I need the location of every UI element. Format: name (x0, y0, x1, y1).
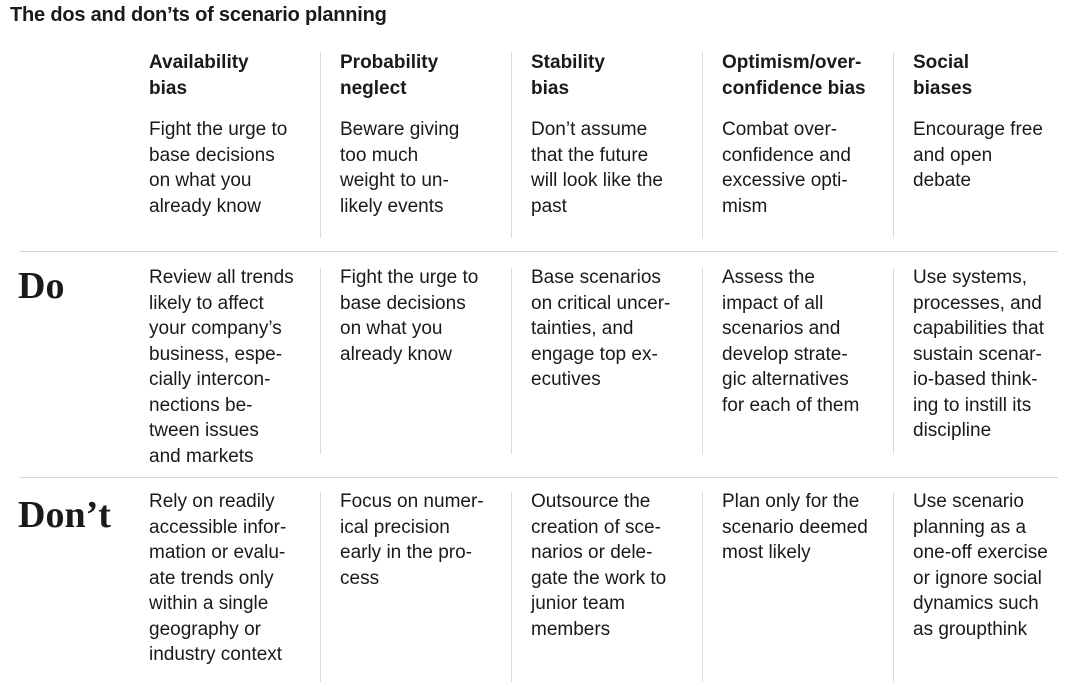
dont-cell-availability-bias: Rely on readily accessible infor- mation… (149, 491, 287, 665)
dont-cell-probability-neglect: Focus on numer- ical precision early in … (340, 491, 484, 589)
column-divider (511, 268, 512, 454)
column-divider (320, 268, 321, 454)
column-header-stability-bias: Stability bias (531, 52, 605, 99)
column-divider (320, 52, 321, 238)
column-header-social-biases: Social biases (913, 52, 973, 99)
do-cell-social-biases: Use systems, processes, and capabilities… (913, 267, 1044, 441)
column-divider (511, 52, 512, 238)
column-divider (702, 492, 703, 682)
row-label-dont: Don’t (18, 494, 111, 536)
column-description: Don’t assume that the future will look l… (531, 119, 663, 217)
column-divider (702, 52, 703, 238)
column-header-probability-neglect: Probability neglect (340, 52, 439, 99)
column-divider (893, 492, 894, 682)
column-divider (511, 492, 512, 682)
row-divider (20, 251, 1058, 252)
column-description: Encourage free and open debate (913, 119, 1043, 191)
row-divider (20, 477, 1058, 478)
row-label-do: Do (18, 265, 65, 307)
column-header-optimism-bias: Optimism/over- confidence bias (722, 52, 866, 99)
column-divider (893, 52, 894, 238)
do-cell-optimism-bias: Assess the impact of all scenarios and d… (722, 267, 860, 416)
column-description: Beware giving too much weight to un- lik… (340, 119, 460, 217)
column-header-availability-bias: Availability bias (149, 52, 249, 99)
column-description: Combat over- confidence and excessive op… (722, 119, 851, 217)
dont-cell-optimism-bias: Plan only for the scenario deemed most l… (722, 491, 868, 563)
do-cell-availability-bias: Review all trends likely to affect your … (149, 267, 294, 467)
column-divider (702, 268, 703, 454)
column-description: Fight the urge to base decisions on what… (149, 119, 288, 217)
page-title: The dos and don’ts of scenario planning (10, 4, 387, 26)
dont-cell-social-biases: Use scenario planning as a one-off exerc… (913, 491, 1048, 640)
dont-cell-stability-bias: Outsource the creation of sce- narios or… (531, 491, 667, 640)
do-cell-probability-neglect: Fight the urge to base decisions on what… (340, 267, 479, 365)
do-cell-stability-bias: Base scenarios on critical uncer- tainti… (531, 267, 671, 390)
column-divider (320, 492, 321, 682)
column-divider (893, 268, 894, 454)
